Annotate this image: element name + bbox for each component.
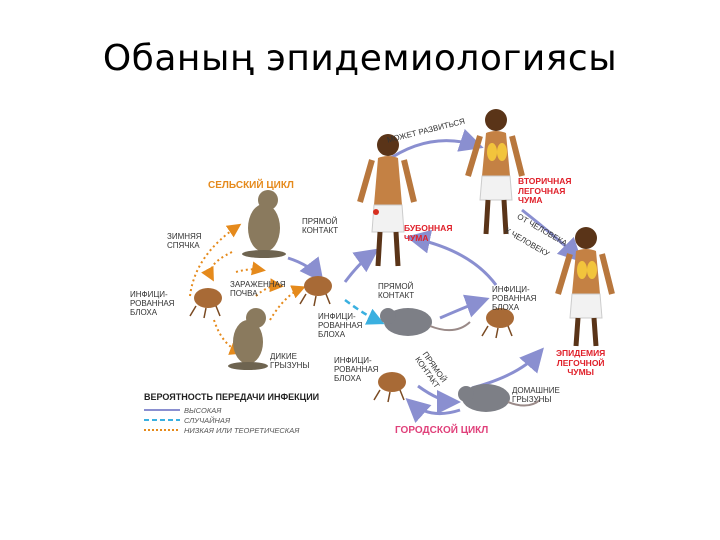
label-secondary-pneumonic: ВТОРИЧНАЯ ЛЕГОЧНАЯ ЧУМА: [518, 176, 572, 205]
arrow-rat-to-flea-bottom: [471, 347, 544, 390]
arrow-domestic-to-urban: [405, 397, 461, 423]
arrow-person-to-person: [521, 208, 583, 263]
legend-title: ВЕРОЯТНОСТЬ ПЕРЕДАЧИ ИНФЕКЦИИ: [144, 392, 320, 402]
label-rural-cycle: СЕЛЬСКИЙ ЦИКЛ: [208, 180, 294, 191]
arrow-rat-to-flea-right: [439, 294, 490, 320]
flea-right: [481, 308, 514, 339]
flea-center: [299, 276, 332, 307]
label-direct-contact-mid: ПРЯМОЙ КОНТАКТ: [378, 282, 415, 300]
label-urban-cycle: ГОРОДСКОЙ ЦИКЛ: [395, 425, 489, 436]
label-domestic-rodents: ДОМАШНИЕ ГРЫЗУНЫ: [512, 386, 560, 404]
arrow-may-develop: [384, 128, 484, 164]
legend-item-random: СЛУЧАЙНАЯ: [184, 416, 231, 425]
rat-domestic: [458, 384, 541, 412]
arrow-rodent-to-flea: [287, 256, 324, 283]
legend-item-low: НИЗКАЯ ИЛИ ТЕОРЕТИЧЕСКАЯ: [184, 426, 300, 435]
arrow-hibernation: [201, 251, 233, 282]
arrows-random: [344, 298, 385, 325]
slide-title: Обаның эпидемиологиясы: [102, 38, 618, 79]
label-infected-flea-center: ИНФИЦИ- РОВАННАЯ БЛОХА: [318, 312, 363, 339]
prairie-dog-top: [242, 190, 286, 258]
flea-bottom: [373, 372, 406, 403]
arrow-flea-left-up: [189, 223, 242, 297]
prairie-dog-bottom: [228, 308, 268, 370]
arrow-wild-up: [269, 285, 306, 321]
label-wild-rodents: ДИКИЕ ГРЫЗУНЫ: [270, 352, 310, 370]
rat-wild: [380, 308, 471, 336]
human-epidemic: [555, 227, 615, 347]
arrow-flea-to-rat: [417, 384, 461, 414]
label-infected-flea-left: ИНФИЦИ- РОВАННАЯ БЛОХА: [130, 290, 175, 317]
label-infected-flea-right: ИНФИЦИ- РОВАННАЯ БЛОХА: [492, 285, 537, 312]
label-contaminated-soil: ЗАРАЖЕННАЯ ПОЧВА: [230, 280, 286, 298]
label-pneumonic-epidemic: ЭПИДЕМИЯ ЛЕГОЧНОЙ ЧУМЫ: [556, 348, 606, 377]
arrow-wild-to-urban: [344, 298, 385, 325]
arrows-high: [287, 128, 583, 423]
label-bubonic-plague: БУБОННАЯ ЧУМА: [404, 223, 453, 243]
arrow-flea-right-to-human: [406, 229, 498, 286]
arrow-flea-to-human: [343, 248, 379, 283]
label-direct-contact-top: ПРЯМОЙ КОНТАКТ: [302, 217, 339, 235]
human-secondary: [465, 109, 525, 235]
label-hibernation: ЗИМНЯЯ СПЯЧКА: [167, 232, 202, 250]
human-bubonic: [357, 134, 417, 267]
arrow-soil-2: [235, 261, 266, 276]
legend-item-high: ВЫСОКАЯ: [184, 406, 222, 415]
flea-left: [189, 288, 222, 319]
arrows-low: [189, 223, 306, 355]
label-infected-flea-bottom: ИНФИЦИ- РОВАННАЯ БЛОХА: [334, 356, 379, 383]
